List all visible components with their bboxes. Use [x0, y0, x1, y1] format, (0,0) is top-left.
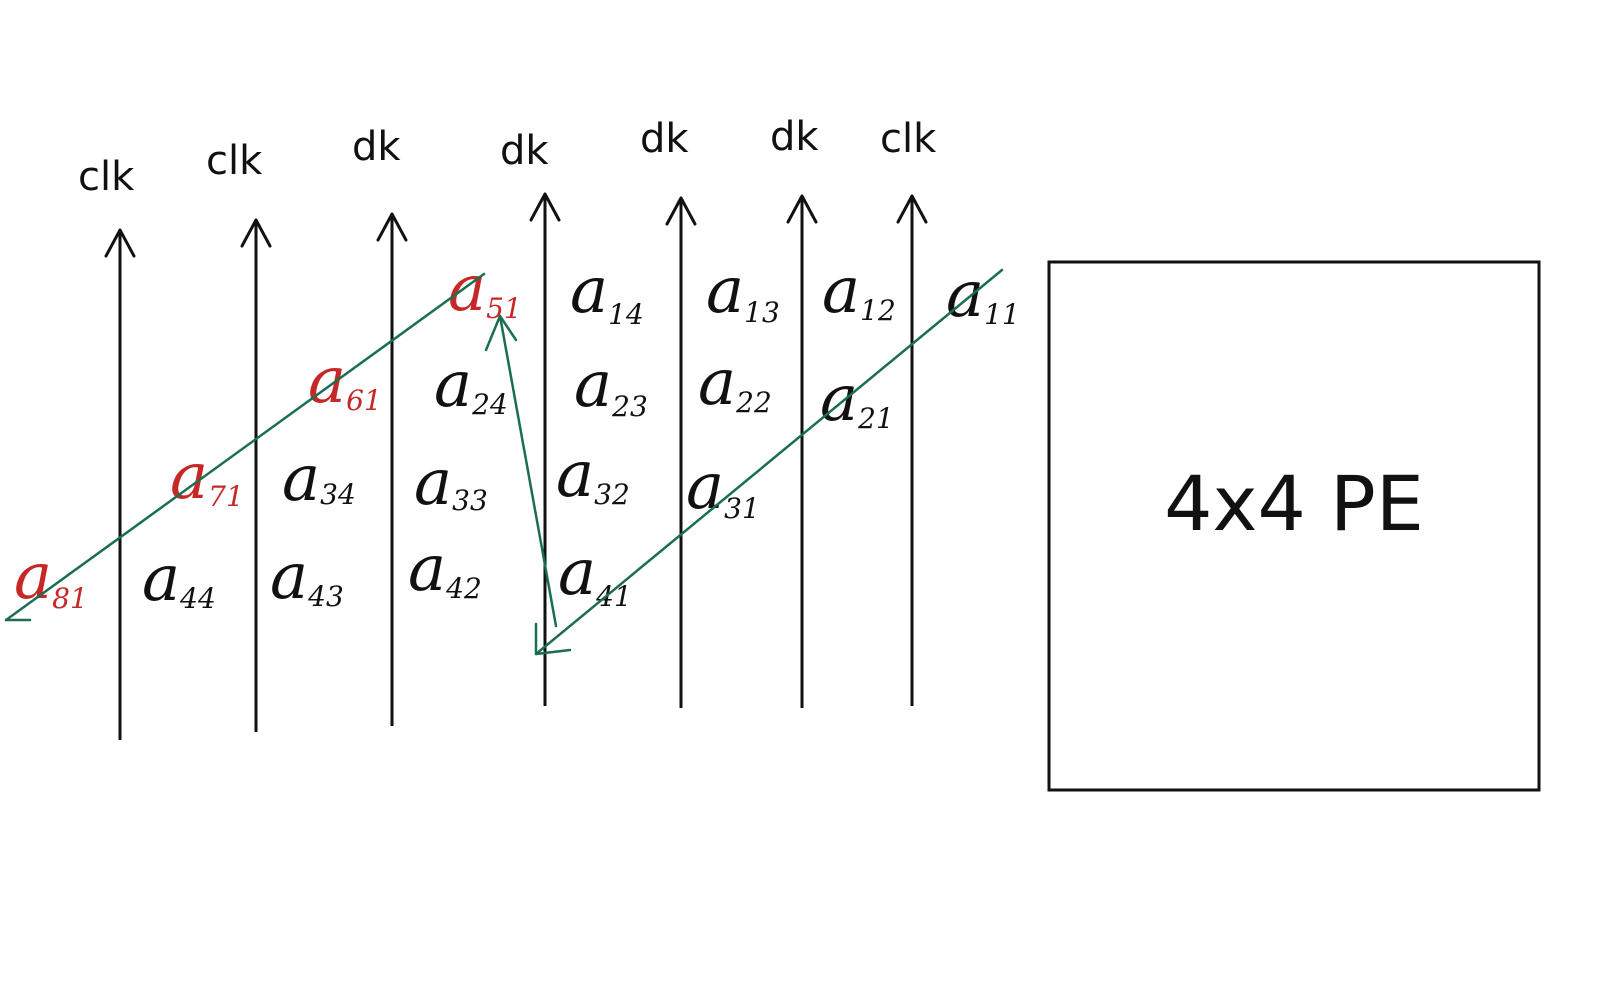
- element-a33: a33: [414, 446, 488, 520]
- path-segment-a11-to-a41: [534, 268, 1004, 656]
- element-a61: a61: [308, 344, 382, 418]
- element-a12: a12: [822, 254, 896, 328]
- matrix-elements: a51 a14 a13 a12 a11 a61 a24 a23 a22 a21 …: [14, 252, 1020, 616]
- pe-array: 4x4 PE: [1047, 260, 1541, 792]
- pe-label: 4x4 PE: [1164, 459, 1424, 548]
- path-arrowhead-a51: [484, 314, 518, 352]
- element-a11: a11: [946, 258, 1020, 332]
- clock-line-4: dk: [500, 128, 561, 706]
- clock-line-3: dk: [352, 124, 408, 726]
- clock-label-6: dk: [770, 114, 819, 160]
- element-a43: a43: [270, 540, 344, 614]
- order-path: [4, 268, 1004, 656]
- clock-label-1: clk: [78, 154, 135, 200]
- clock-label-4: dk: [500, 128, 549, 174]
- element-a51: a51: [448, 252, 522, 326]
- pe-box: [1047, 260, 1541, 792]
- clock-label-2: clk: [206, 138, 263, 184]
- clock-label-5: dk: [640, 116, 689, 162]
- clock-line-5: dk: [640, 116, 697, 708]
- clock-label-7: clk: [880, 116, 937, 162]
- path-arrowhead-a41: [534, 622, 572, 656]
- element-a44: a44: [142, 542, 216, 616]
- element-a32: a32: [556, 438, 630, 512]
- clock-lines: clk clk dk dk dk dk: [78, 114, 937, 740]
- element-a31: a31: [686, 450, 760, 525]
- element-a81: a81: [14, 540, 88, 615]
- element-a71: a71: [170, 440, 244, 514]
- element-a13: a13: [706, 254, 780, 329]
- clock-line-7: clk: [880, 116, 937, 706]
- element-a21: a21: [820, 362, 894, 436]
- clock-line-1: clk: [78, 154, 136, 740]
- element-a41: a41: [558, 536, 632, 613]
- path-segment-a51-to-a81: [4, 272, 486, 622]
- element-a42: a42: [408, 532, 482, 606]
- path-segment-a41-to-a51: [498, 314, 558, 628]
- element-a23: a23: [574, 348, 648, 423]
- clock-label-3: dk: [352, 124, 401, 170]
- clock-line-6: dk: [770, 114, 819, 708]
- element-a22: a22: [698, 346, 772, 420]
- clock-line-2: clk: [206, 138, 272, 732]
- element-a34: a34: [282, 442, 356, 516]
- element-a14: a14: [570, 254, 644, 331]
- element-a24: a24: [434, 348, 508, 422]
